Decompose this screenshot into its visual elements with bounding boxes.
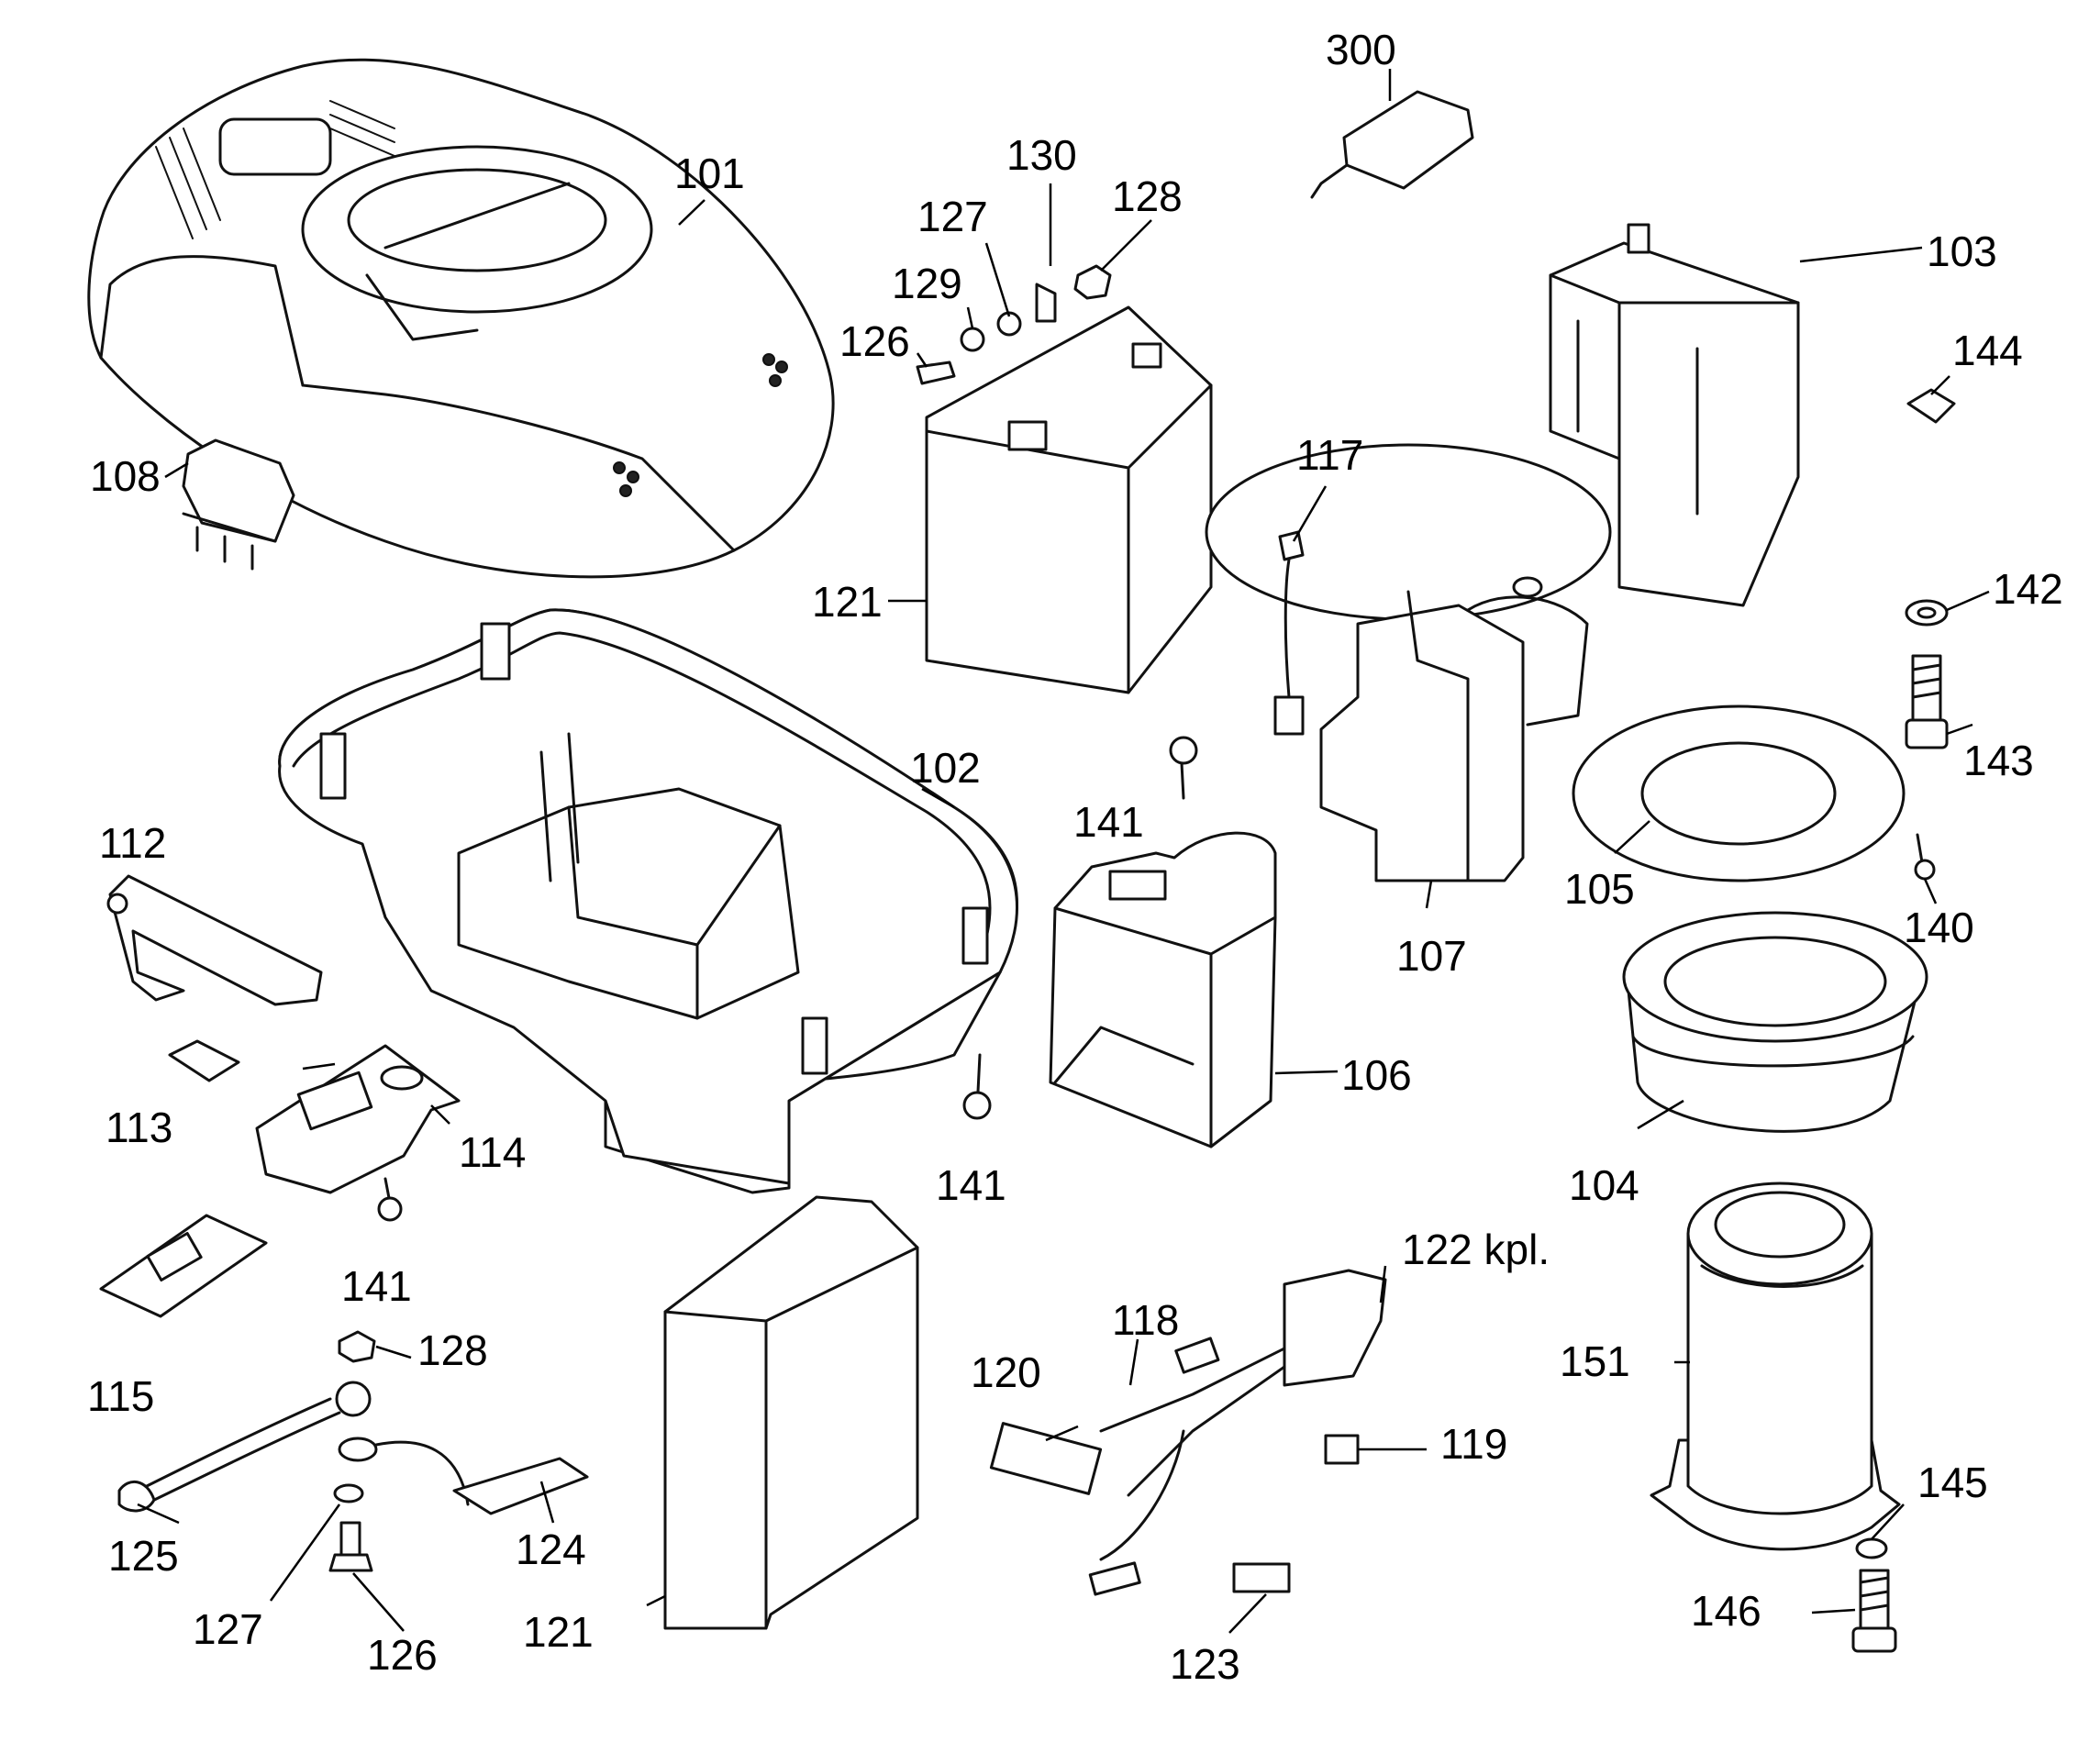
part-122-harness [989, 1269, 1387, 1596]
vent-grille [155, 100, 395, 239]
label-144: 144 [1952, 327, 2023, 374]
label-123: 123 [1170, 1640, 1240, 1688]
label-127: 127 [917, 193, 988, 240]
part-117-wire [1273, 530, 1305, 736]
label-103: 103 [1927, 227, 1997, 275]
label-118: 118 [1112, 1296, 1179, 1344]
label-126: 126 [367, 1631, 438, 1679]
part-121-battery-top [925, 305, 1213, 694]
part-140-screw [1914, 833, 1936, 881]
part-hardware-top [916, 264, 1112, 385]
part-146-bolt [1851, 1569, 1897, 1653]
part-300-remote [1310, 90, 1474, 199]
label-119: 119 [1440, 1420, 1507, 1468]
label-120: 120 [971, 1348, 1041, 1396]
label-117: 117 [1296, 431, 1363, 479]
leader-lines [137, 69, 1990, 1634]
label-121: 121 [523, 1608, 594, 1656]
label-142: 142 [1993, 565, 2063, 613]
part-126-bolt-lower [328, 1521, 373, 1572]
label-300: 300 [1326, 26, 1396, 73]
part-151-motor [1650, 1182, 1901, 1551]
label-115: 115 [87, 1372, 154, 1420]
part-145-washer [1855, 1537, 1888, 1559]
part-144-nut [1906, 388, 1956, 424]
label-104: 104 [1569, 1161, 1639, 1209]
label-112: 112 [99, 819, 166, 867]
label-141: 141 [341, 1262, 412, 1310]
part-101-cover [87, 58, 835, 579]
part-102-base [278, 608, 1018, 1194]
label-122-kpl: 122 kpl. [1402, 1226, 1550, 1273]
label-143: 143 [1963, 737, 2034, 784]
label-145: 145 [1917, 1459, 1988, 1506]
label-128: 128 [417, 1326, 488, 1374]
label-141: 141 [1073, 798, 1144, 846]
label-121: 121 [812, 578, 883, 626]
part-113-clip [168, 1039, 240, 1082]
label-141: 141 [936, 1161, 1006, 1209]
part-107-board [1319, 576, 1589, 882]
label-114: 114 [459, 1128, 526, 1176]
label-101: 101 [674, 150, 745, 197]
label-127: 127 [193, 1605, 263, 1653]
label-146: 146 [1691, 1587, 1761, 1635]
label-108: 108 [90, 452, 161, 500]
part-103-housing [1205, 223, 1800, 621]
part-141-screws [377, 736, 1198, 1222]
label-129: 129 [892, 260, 962, 307]
label-130: 130 [1006, 131, 1077, 179]
part-114-bracket [255, 1044, 461, 1194]
part-112-rail [106, 874, 323, 1006]
part-142-washer [1905, 599, 1949, 627]
part-115-pcb [99, 1214, 268, 1318]
part-121-battery-bottom [663, 1195, 919, 1630]
part-105-ring [1572, 704, 1906, 882]
label-124: 124 [516, 1525, 586, 1573]
part-labels: 300 101 130 127 128 129 126 103 144 108 … [87, 26, 2063, 1688]
part-106-guard [1049, 831, 1277, 1148]
label-128: 128 [1112, 172, 1183, 220]
part-124-cable [338, 1437, 589, 1515]
label-105: 105 [1564, 865, 1635, 913]
part-127-washer-lower [333, 1483, 364, 1503]
label-113: 113 [106, 1104, 172, 1151]
part-104-drum [1622, 911, 1928, 1133]
part-125-cable [117, 1381, 372, 1513]
label-151: 151 [1560, 1337, 1630, 1385]
part-128-nut [338, 1330, 376, 1363]
part-143-bolt [1905, 654, 1949, 749]
label-106: 106 [1341, 1051, 1412, 1099]
label-107: 107 [1396, 932, 1467, 980]
label-140: 140 [1904, 904, 1974, 951]
label-102: 102 [910, 744, 981, 792]
part-108-plug [182, 438, 295, 571]
label-125: 125 [108, 1532, 179, 1580]
label-126: 126 [839, 317, 910, 365]
